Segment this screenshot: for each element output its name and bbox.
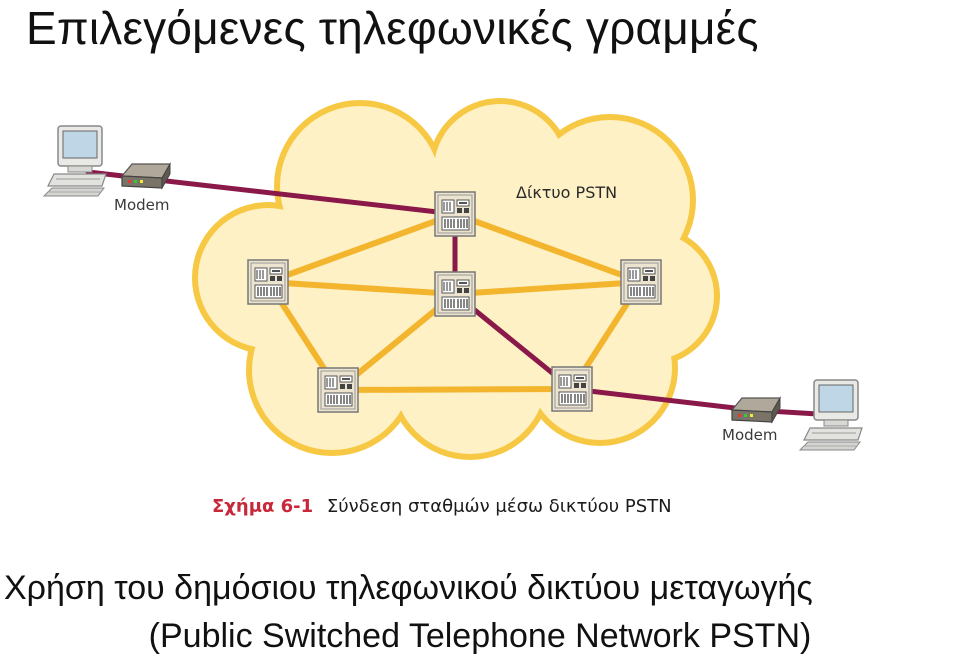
slide-title: Επιλεγόμενες τηλεφωνικές γραμμές <box>26 2 759 54</box>
modem-icon <box>121 163 171 189</box>
switch-icon <box>620 259 662 305</box>
switch-icon <box>317 367 359 413</box>
figure-caption: Σχήμα 6-1 Σύνδεση σταθμών μέσω δικτύου P… <box>212 492 672 522</box>
switch-icon <box>247 259 289 305</box>
modem-icon <box>731 397 781 423</box>
cloud-label: Δίκτυο PSTN <box>516 183 617 202</box>
trunk-line <box>265 211 458 285</box>
computer-icon <box>43 125 107 197</box>
trunk-line <box>452 279 644 297</box>
switch-icon <box>434 191 476 237</box>
body-text-line2: (Public Switched Telephone Network PSTN) <box>148 617 812 655</box>
modem-left-label: Modem <box>114 196 169 214</box>
switch-icon <box>551 366 593 412</box>
trunk-line <box>265 279 458 297</box>
caption-number: Σχήμα 6-1 <box>212 496 314 517</box>
trunk-line <box>452 211 644 285</box>
body-text-line1: Χρήση του δημόσιου τηλεφωνικού δικτύου μ… <box>4 569 813 607</box>
caption-text: Σύνδεση σταθμών μέσω δικτύου PSTN <box>326 496 672 517</box>
trunk-line <box>335 386 575 393</box>
modem-right-label: Modem <box>722 426 777 444</box>
switch-icon <box>434 271 476 317</box>
